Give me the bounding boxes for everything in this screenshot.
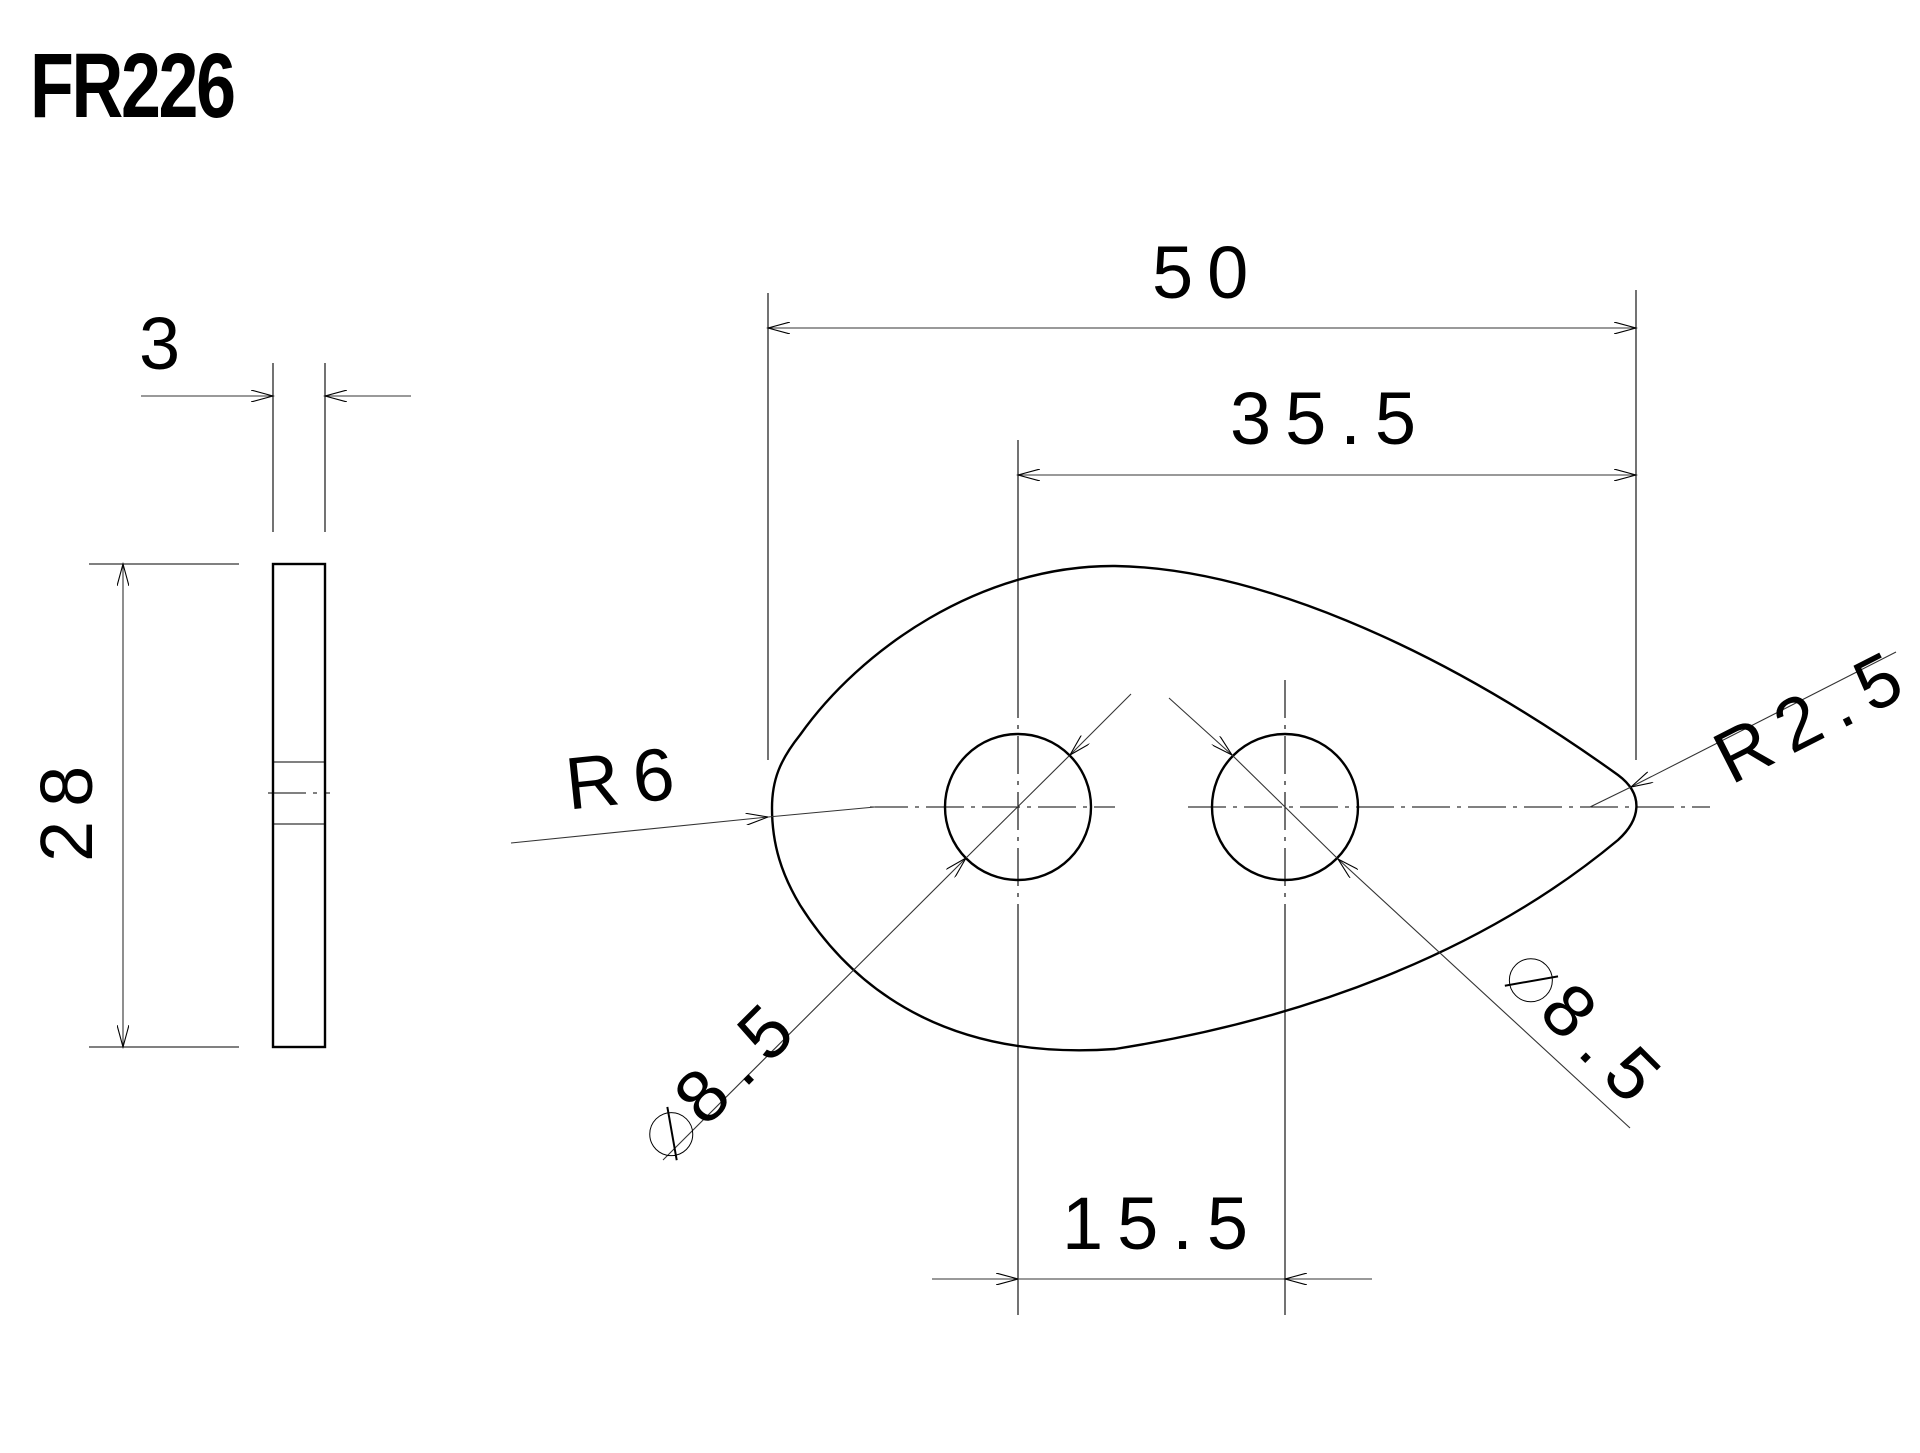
r2-5-leader [1631,651,1897,787]
r6-leader-ext [767,806,876,818]
left-dia-leader-lower [662,858,966,1161]
left-dia-leader-upper [1070,693,1132,755]
left-radius-label: R6 [561,730,693,826]
height-label: 28 [25,751,108,862]
side-view [89,363,411,1047]
overall-length-label: 50 [1152,231,1263,314]
left-dia-leader-through [965,754,1071,859]
right-dia-leader-lower [1338,859,1631,1129]
r2-5-leader-ext [1589,786,1632,808]
hole-spacing-label: 15.5 [1062,1182,1263,1265]
right-dia-leader-upper [1168,697,1232,755]
right-dia-leader-through [1231,754,1339,860]
side-view-body [271,562,327,1049]
part-number-title: FR226 [30,35,236,137]
r6-leader [510,817,768,844]
plate-outline [770,564,1638,1052]
hole-to-tip-label: 35.5 [1230,377,1431,460]
thickness-label: 3 [139,302,195,385]
front-view [510,290,1897,1315]
